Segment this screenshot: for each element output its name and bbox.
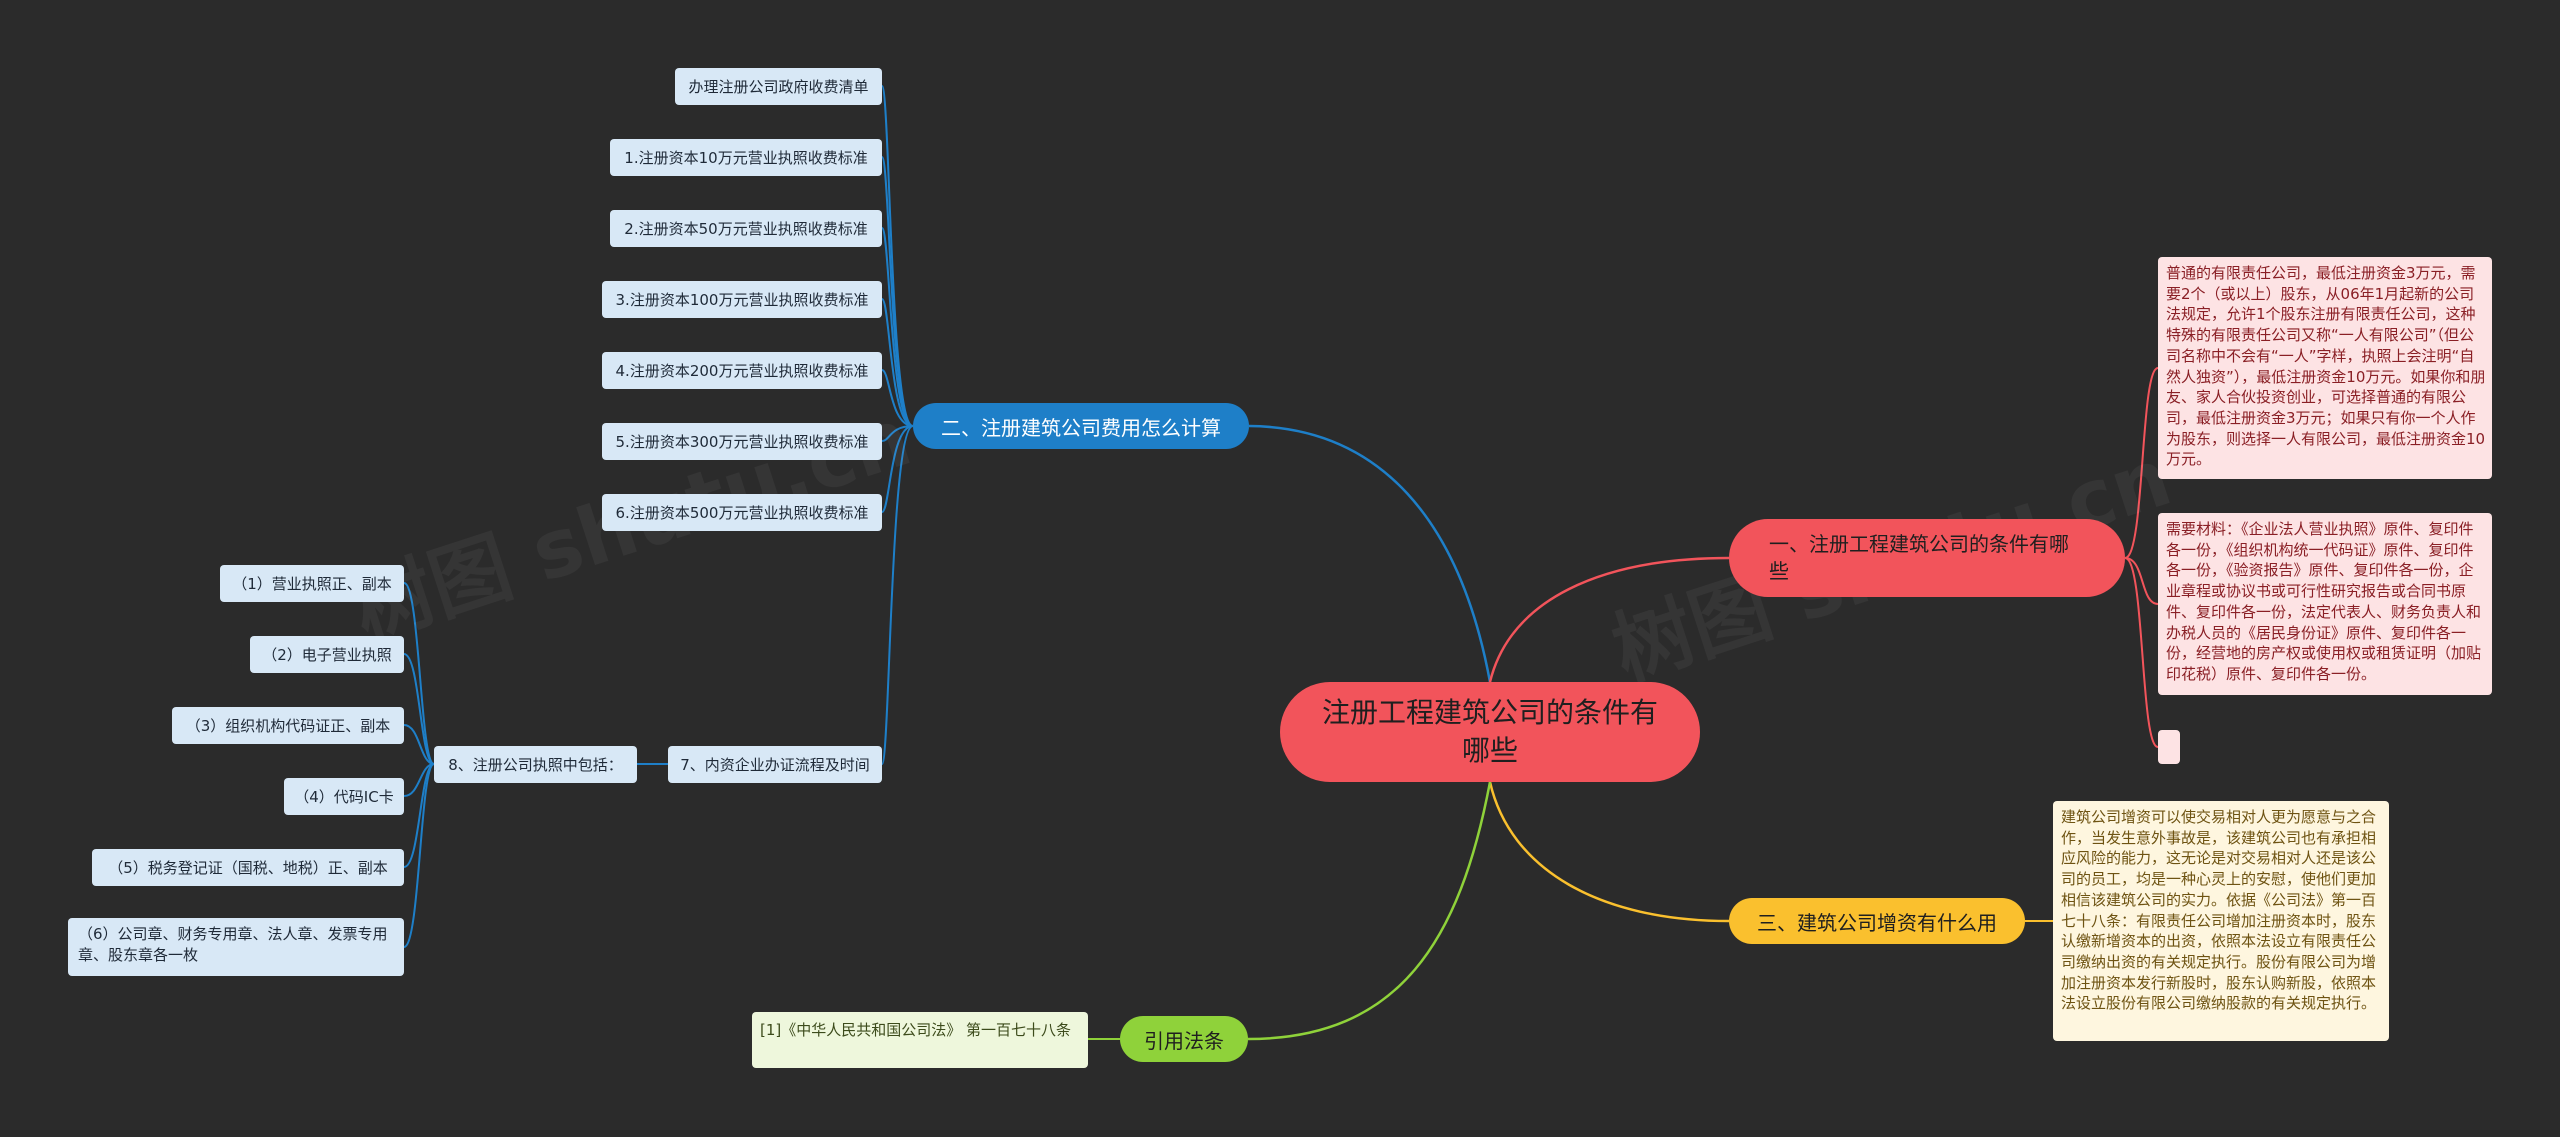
edge-license-5 xyxy=(403,763,435,948)
edge-root-fee xyxy=(1248,424,1492,683)
edge-root-conditions xyxy=(1488,556,1730,683)
edge-license-1 xyxy=(403,653,435,765)
branch-capital[interactable]: 三、建筑公司增资有什么用 xyxy=(1729,898,2025,944)
license-item[interactable]: （3）组织机构代码证正、副本 xyxy=(172,707,404,744)
license-item[interactable]: （6）公司章、财务专用章、法人章、发票专用章、股东章各一枚 xyxy=(68,918,404,976)
edge-fee-4 xyxy=(881,369,914,427)
fee-item[interactable]: 5.注册资本300万元营业执照收费标准 xyxy=(602,423,882,460)
fee-item[interactable]: 1.注册资本10万元营业执照收费标准 xyxy=(610,139,882,176)
root-topic[interactable]: 注册工程建筑公司的条件有哪些 xyxy=(1280,682,1700,782)
fee-item-process[interactable]: 7、内资企业办证流程及时间 xyxy=(668,746,882,783)
edge-cond-1 xyxy=(2124,557,2159,605)
fee-item[interactable]: 3.注册资本100万元营业执照收费标准 xyxy=(602,281,882,318)
license-node[interactable]: 8、注册公司执照中包括： xyxy=(434,746,637,783)
edge-fee-7 xyxy=(881,425,914,765)
fee-item[interactable]: 办理注册公司政府收费清单 xyxy=(675,68,882,105)
license-item[interactable]: （1）营业执照正、副本 xyxy=(220,565,404,602)
fee-item[interactable]: 6.注册资本500万元营业执照收费标准 xyxy=(602,494,882,531)
edge-fee-1 xyxy=(881,156,914,427)
edge-fee-0 xyxy=(881,85,914,427)
capital-note[interactable]: 建筑公司增资可以使交易相对人更为愿意与之合作，当发生意外事故是，该建筑公司也有承… xyxy=(2053,801,2389,1041)
law-note[interactable]: [1]《中华人民共和国公司法》 第一百七十八条 xyxy=(752,1012,1088,1068)
edge-fee-3 xyxy=(881,298,914,427)
branch-conditions[interactable]: 一、注册工程建筑公司的条件有哪些 xyxy=(1729,519,2125,597)
branch-fee[interactable]: 二、注册建筑公司费用怎么计算 xyxy=(913,403,1249,449)
condition-note[interactable]: 普通的有限责任公司，最低注册资金3万元，需要2个（或以上）股东，从06年1月起新… xyxy=(2158,257,2492,479)
edge-fee-6 xyxy=(881,425,914,513)
edge-license-0 xyxy=(403,582,435,765)
edge-cond-2 xyxy=(2124,557,2159,748)
condition-note-empty[interactable] xyxy=(2158,730,2180,764)
fee-item[interactable]: 2.注册资本50万元营业执照收费标准 xyxy=(610,210,882,247)
edge-root-law xyxy=(1247,781,1492,1041)
edge-license-2 xyxy=(403,724,435,765)
edge-root-capital xyxy=(1488,781,1730,923)
license-item[interactable]: （5）税务登记证（国税、地税）正、副本 xyxy=(92,849,404,886)
condition-note[interactable]: 需要材料：《企业法人营业执照》原件、复印件各一份，《组织机构统一代码证》原件、复… xyxy=(2158,513,2492,695)
edge-fee-2 xyxy=(881,227,914,427)
license-item[interactable]: （2）电子营业执照 xyxy=(250,636,404,673)
edge-cond-0 xyxy=(2124,367,2159,559)
branch-law[interactable]: 引用法条 xyxy=(1120,1016,1248,1062)
license-item[interactable]: （4）代码IC卡 xyxy=(284,778,404,815)
fee-item[interactable]: 4.注册资本200万元营业执照收费标准 xyxy=(602,352,882,389)
